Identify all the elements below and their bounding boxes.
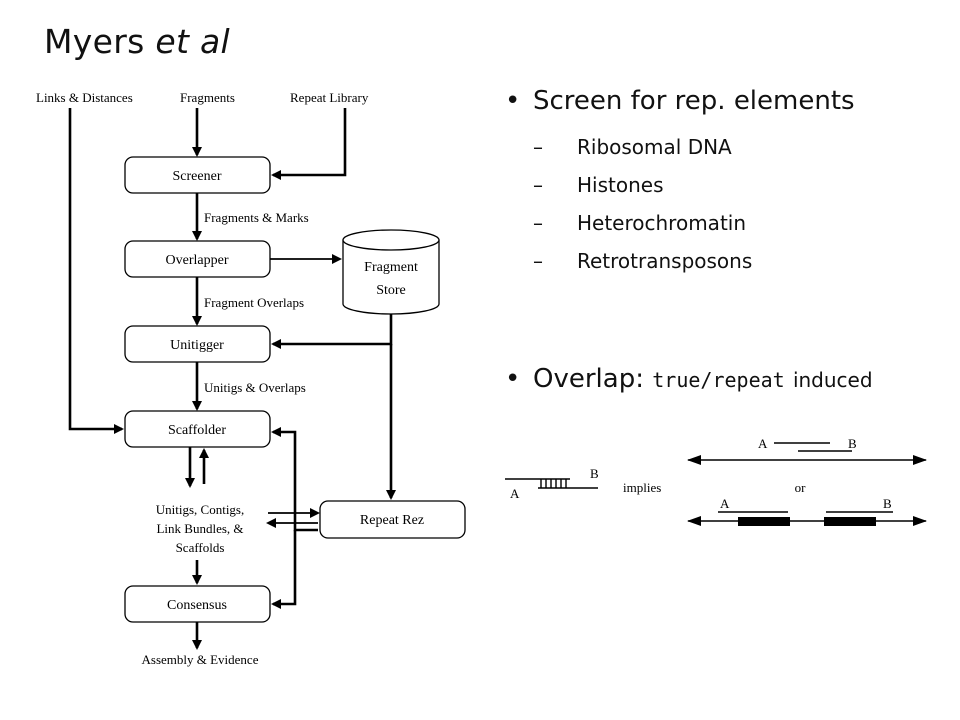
sub-bullet-dash: – xyxy=(533,249,543,273)
arrow-repeat-library-to-screener xyxy=(271,108,347,180)
sub-bullet-item: – Ribosomal DNA xyxy=(533,128,945,166)
bullet-screen: • Screen for rep. elements xyxy=(505,86,945,116)
or-label: or xyxy=(795,480,807,495)
title-italic: et al xyxy=(155,22,230,61)
assembly-pipeline-diagram: Links & Distances Fragments Repeat Libra… xyxy=(36,90,466,667)
edge-fragment-overlaps-label: Fragment Overlaps xyxy=(204,295,304,310)
sub-bullet-item: – Retrotransposons xyxy=(533,242,945,280)
bullet-marker: • xyxy=(505,364,521,394)
intermediate-line3: Scaffolds xyxy=(176,540,225,555)
bullet-marker: • xyxy=(505,86,521,116)
arrow-store-to-unitigger xyxy=(271,314,393,349)
intermediate-line2: Link Bundles, & xyxy=(156,521,243,536)
store-label-line2: Store xyxy=(376,283,406,298)
bullet-overlap-main: Overlap: xyxy=(533,364,644,394)
scaffolder-box xyxy=(124,410,271,448)
implies-label: implies xyxy=(623,480,661,495)
sub-bullet-item: – Histones xyxy=(533,166,945,204)
repeat-rez-box xyxy=(319,500,466,539)
sub-bullet-dash: – xyxy=(533,135,543,159)
bullet-list: • Screen for rep. elements – Ribosomal DNA… xyxy=(505,86,945,394)
bullet-overlap-mono: true/repeat xyxy=(652,368,785,392)
output-label: Assembly & Evidence xyxy=(142,652,259,667)
bullet-overlap: • Overlap: true/repeat induced xyxy=(505,364,873,394)
arrow-links-to-scaffolder xyxy=(68,108,124,434)
edge-fragments-marks-label: Fragments & Marks xyxy=(204,210,309,225)
arrow-repeat-rez-to-consensus xyxy=(271,530,297,609)
sub-bullet-list: – Ribosomal DNA – Histones – Heterochromati… xyxy=(505,128,945,280)
left-label-a: A xyxy=(510,486,520,501)
bullet-overlap-tail: induced xyxy=(792,368,873,392)
bottom-label-a: A xyxy=(720,496,730,511)
repeat-block-1 xyxy=(738,517,790,526)
screener-label: Screener xyxy=(173,169,222,184)
slide-title: Myers et al xyxy=(44,22,230,61)
title-main: Myers xyxy=(44,22,145,61)
left-label-b: B xyxy=(590,466,599,481)
bullet-screen-text: Screen for rep. elements xyxy=(533,86,855,116)
sub-bullet-text: Retrotransposons xyxy=(577,249,753,273)
arrow-repeat-rez-to-scaffolder xyxy=(271,427,318,532)
fragment-store-cylinder xyxy=(342,229,440,315)
intermediate-line1: Unitigs, Contigs, xyxy=(156,502,245,517)
sub-bullet-text: Ribosomal DNA xyxy=(577,135,732,159)
sub-bullet-text: Histones xyxy=(577,173,664,197)
scaffolder-label: Scaffolder xyxy=(168,423,226,438)
unitigger-label: Unitigger xyxy=(170,338,224,353)
store-label-line1: Fragment xyxy=(364,260,418,275)
sub-bullet-item: – Heterochromatin xyxy=(533,204,945,242)
overlapper-label: Overlapper xyxy=(166,253,229,268)
sub-bullet-text: Heterochromatin xyxy=(577,211,747,235)
consensus-label: Consensus xyxy=(167,598,227,613)
input-fragments-label: Fragments xyxy=(180,90,235,105)
input-repeat-library-label: Repeat Library xyxy=(290,90,369,105)
sub-bullet-dash: – xyxy=(533,211,543,235)
bottom-label-b: B xyxy=(883,496,892,511)
sub-bullet-dash: – xyxy=(533,173,543,197)
edge-unitigs-overlaps-label: Unitigs & Overlaps xyxy=(204,380,306,395)
top-label-a: A xyxy=(758,436,768,451)
input-links-label: Links & Distances xyxy=(36,90,133,105)
top-label-b: B xyxy=(848,436,857,451)
repeat-rez-label: Repeat Rez xyxy=(360,513,424,528)
repeat-block-2 xyxy=(824,517,876,526)
